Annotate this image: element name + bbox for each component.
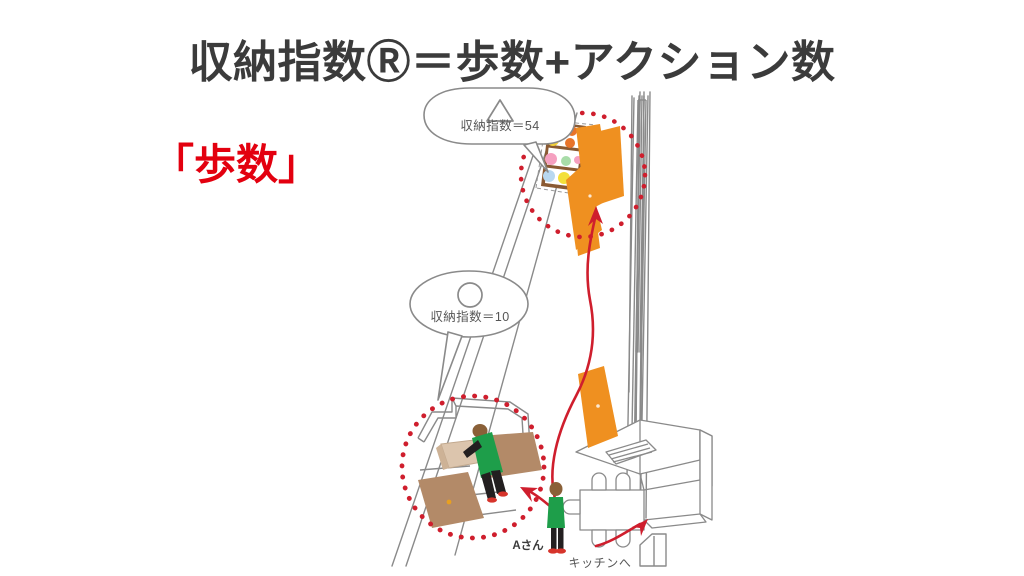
person-bending xyxy=(463,424,508,503)
route-arrow-upstairs xyxy=(551,206,603,504)
person-a xyxy=(547,482,566,554)
stove-burners xyxy=(605,439,657,465)
upper-highlight-circle xyxy=(518,110,648,240)
kitchen-area xyxy=(562,419,713,548)
route-arrow-to-kitchen xyxy=(594,519,648,548)
lower-highlight-circle xyxy=(399,393,547,541)
subtitle-label: 「歩数」 xyxy=(152,141,321,188)
triangle-icon xyxy=(486,99,514,122)
person-a-label: Aさん xyxy=(512,539,544,552)
fridge-icon xyxy=(639,533,667,567)
circle-icon xyxy=(457,282,483,308)
upper-callout-bubble: 収納指数＝54 xyxy=(423,87,576,173)
kitchen-destination-label: キッチンへ xyxy=(568,556,631,570)
shelf-boards xyxy=(545,144,581,172)
lower-room-scene xyxy=(417,397,542,528)
lower-callout-label: 収納指数＝10 xyxy=(430,309,509,324)
page-title: 収納指数Ⓡ＝歩数+アクション数 xyxy=(188,38,836,87)
upper-callout-label: 収納指数＝54 xyxy=(460,118,539,133)
lower-callout-bubble: 収納指数＝10 xyxy=(409,270,529,401)
